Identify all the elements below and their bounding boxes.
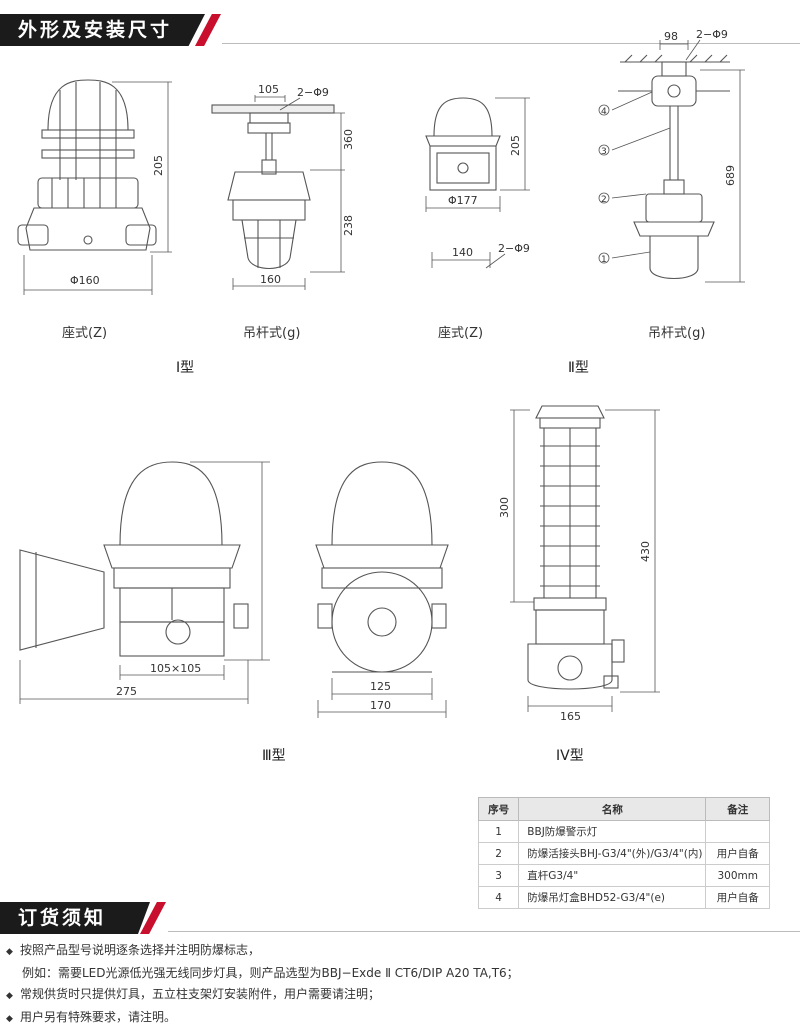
t3-outer-label: 170 — [370, 699, 391, 712]
row-no: 4 — [477, 886, 520, 909]
type4-dims — [510, 409, 660, 712]
type2-seat-dims — [425, 97, 530, 269]
row-note: 用户自备 — [705, 886, 770, 909]
t3-total-label: 275 — [116, 685, 137, 698]
row-name: 防爆活接头BHJ-G3/4"(外)/G3/4"(内) — [518, 842, 707, 865]
t1-hang-top-width-label: 105 — [258, 83, 279, 96]
t4-upper-label: 300 — [498, 497, 511, 518]
t1-hang-lower-label: 238 — [342, 215, 355, 236]
table-row: 2 防爆活接头BHJ-G3/4"(外)/G3/4"(内) 用户自备 — [477, 842, 770, 865]
row-note: 300mm — [705, 864, 770, 887]
t2-callout-1: 1 — [598, 252, 610, 265]
diamond-bullet-icon: ◆ — [6, 991, 13, 1001]
row-no: 3 — [477, 864, 520, 887]
t2-seat-base-label: 140 — [452, 246, 473, 259]
t3-base-label: 105×105 — [150, 662, 201, 675]
table-row: 3 直杆G3/4" 300mm — [477, 864, 770, 887]
svg-text:2: 2 — [601, 195, 607, 205]
table-row: 4 防爆吊灯盒BHD52-G3/4"(e) 用户自备 — [477, 886, 770, 909]
t2-callout-4: 4 — [598, 104, 610, 117]
row-name: BBJ防爆警示灯 — [518, 820, 707, 843]
type2-label: Ⅱ型 — [568, 360, 589, 376]
table-row: 1 BBJ防爆警示灯 — [477, 820, 770, 843]
header-rule — [222, 43, 800, 44]
note-text: 用户另有特殊要求，请注明。 — [20, 1010, 177, 1024]
row-note — [705, 820, 770, 843]
svg-text:1: 1 — [601, 255, 607, 265]
type3-label: Ⅲ型 — [262, 748, 286, 764]
t4-width-label: 165 — [560, 710, 581, 723]
type2-hang-dims — [611, 39, 745, 283]
type4-drawing — [527, 405, 625, 690]
type1-hang-dims — [232, 95, 345, 290]
t2-hang-height-label: 689 — [724, 165, 737, 186]
section-title: 订货须知 — [0, 902, 150, 934]
t2-hang-top-label: 98 — [664, 30, 678, 43]
note-text: 常规供货时只提供灯具，五立柱支架灯安装附件，用户需要请注明； — [20, 987, 381, 1001]
type2-hang-drawing — [618, 54, 730, 279]
col-header-name: 名称 — [518, 797, 707, 821]
svg-text:3: 3 — [601, 147, 607, 157]
type1-seat-drawing — [17, 79, 157, 251]
dimension-drawings: 205 Φ160 105 2−Φ9 360 238 160 205 Φ177 1… — [17, 28, 745, 723]
type1-label: Ⅰ型 — [176, 360, 195, 376]
row-name: 防爆吊灯盒BHD52-G3/4"(e) — [518, 886, 707, 909]
t1-hang-caption: 吊杆式(g) — [243, 326, 301, 341]
parts-table: 序号 名称 备注 1 BBJ防爆警示灯 2 防爆活接头BHJ-G3/4"(外)/… — [477, 797, 770, 909]
svg-text:4: 4 — [601, 107, 607, 117]
t2-hang-holes-label: 2−Φ9 — [696, 28, 728, 41]
type4-label: IV型 — [556, 748, 584, 764]
t1-seat-height-label: 205 — [152, 155, 165, 176]
type1-hang-drawing — [211, 104, 335, 270]
header-rule — [168, 931, 800, 932]
type3-side-dims — [19, 461, 270, 704]
row-no: 1 — [477, 820, 520, 843]
type3-side-drawing — [19, 461, 249, 657]
note-item: ◆ 用户另有特殊要求，请注明。 — [6, 1007, 519, 1030]
diamond-bullet-icon: ◆ — [6, 1014, 13, 1024]
t3-inner-label: 125 — [370, 680, 391, 693]
t2-seat-holes-label: 2−Φ9 — [498, 242, 530, 255]
t4-total-label: 430 — [639, 541, 652, 562]
t2-seat-caption: 座式(Z) — [438, 326, 484, 341]
row-name: 直杆G3/4" — [518, 864, 707, 887]
t1-seat-caption: 座式(Z) — [62, 326, 108, 341]
t2-seat-width-label: Φ177 — [448, 194, 478, 207]
section-header-dimensions: 外形及安装尺寸 — [0, 14, 800, 46]
t2-callout-2: 2 — [598, 192, 610, 205]
note-item: ◆ 常规供货时只提供灯具，五立柱支架灯安装附件，用户需要请注明； — [6, 984, 519, 1007]
note-text: 按照产品型号说明逐条选择并注明防爆标志， — [20, 943, 261, 957]
t1-hang-width-label: 160 — [260, 273, 281, 286]
type3-front-dims — [317, 678, 447, 718]
t2-callout-3: 3 — [598, 144, 610, 157]
section-header-ordering: 订货须知 — [0, 902, 800, 934]
row-note: 用户自备 — [705, 842, 770, 865]
row-no: 2 — [477, 842, 520, 865]
type2-seat-drawing — [425, 97, 501, 191]
type1-seat-dims — [23, 81, 172, 295]
t2-hang-caption: 吊杆式(g) — [648, 326, 706, 341]
col-header-note: 备注 — [705, 797, 770, 821]
parts-table-header: 序号 名称 备注 — [477, 797, 770, 821]
t1-hang-holes-label: 2−Φ9 — [297, 86, 329, 99]
note-item: ◆ 按照产品型号说明逐条选择并注明防爆标志， — [6, 940, 519, 963]
col-header-no: 序号 — [477, 797, 520, 821]
note-text: 例如：需要LED光源低光强无线同步灯具，则产品选型为BBJ−Exde Ⅱ CT6… — [22, 966, 519, 980]
type3-front-drawing — [315, 461, 449, 673]
t1-seat-width-label: Φ160 — [70, 274, 100, 287]
note-item: 例如：需要LED光源低光强无线同步灯具，则产品选型为BBJ−Exde Ⅱ CT6… — [6, 963, 519, 984]
ordering-notes: ◆ 按照产品型号说明逐条选择并注明防爆标志， 例如：需要LED光源低光强无线同步灯… — [6, 940, 519, 1030]
t2-seat-height-label: 205 — [509, 135, 522, 156]
diamond-bullet-icon: ◆ — [6, 947, 13, 957]
section-title: 外形及安装尺寸 — [0, 14, 205, 46]
t1-hang-upper-label: 360 — [342, 129, 355, 150]
